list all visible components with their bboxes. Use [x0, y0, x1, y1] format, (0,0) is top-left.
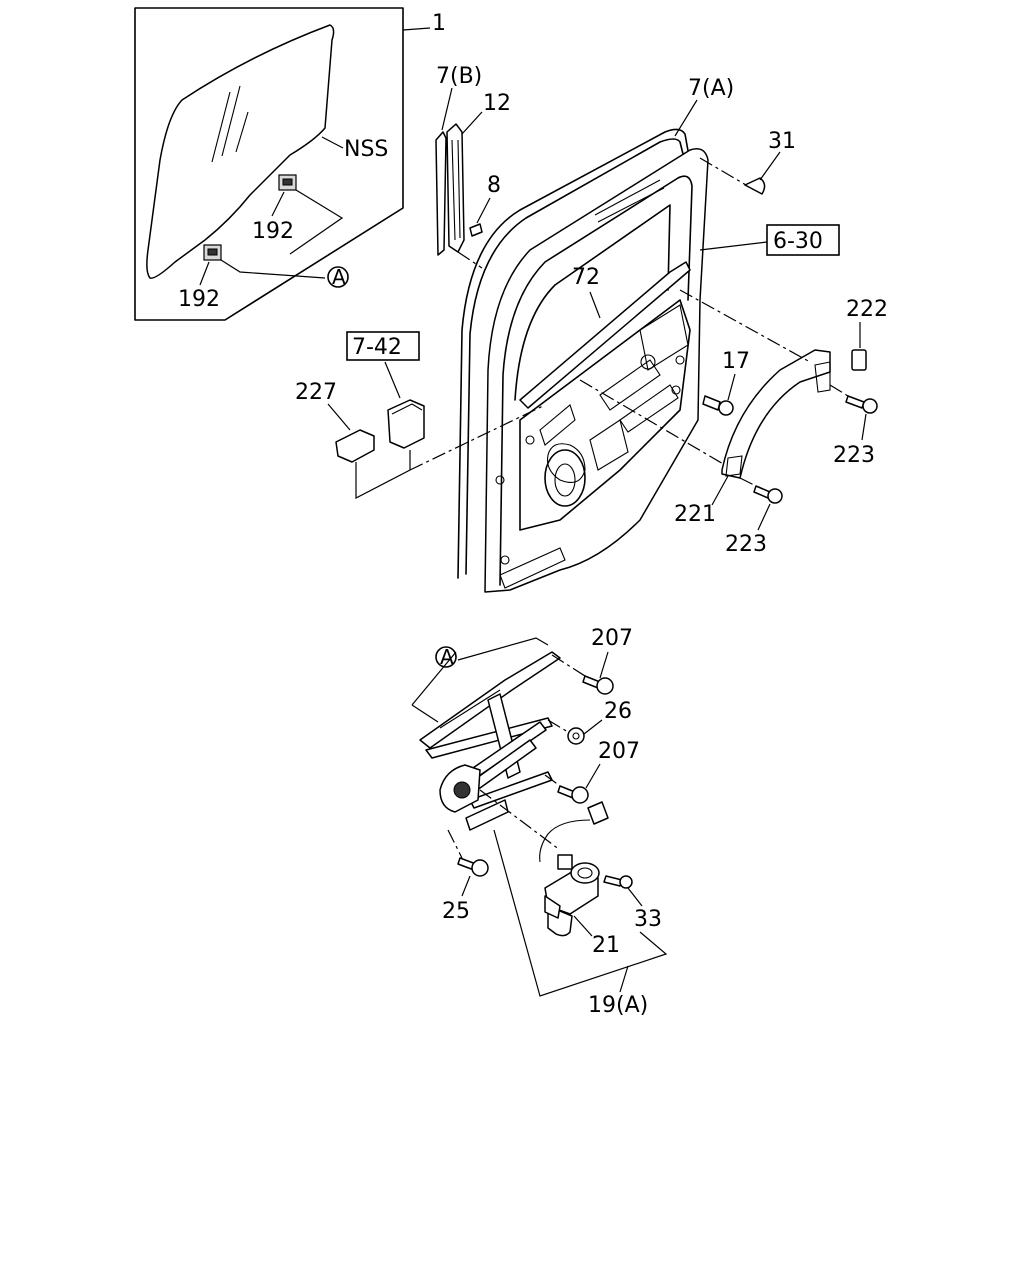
clip-icon: [851, 349, 867, 371]
label-ref-6-30: 6-30: [773, 229, 823, 254]
run-channel-7b: [435, 131, 447, 256]
label-part-19a: 19(A): [588, 993, 648, 1018]
label-part-25: 25: [442, 899, 470, 924]
run-channel-group: 7(B) 12 8: [435, 64, 511, 269]
label-part-222: 222: [846, 297, 888, 322]
label-part-17: 17: [722, 349, 750, 374]
handle-group: 7-42 227: [295, 331, 546, 499]
clip-icon: [469, 223, 483, 237]
label-part-207b: 207: [598, 739, 640, 764]
glass-inset-box: 1 NSS 192 192 A: [134, 7, 446, 321]
screw-icon: [845, 395, 878, 414]
bolt-icon: [582, 675, 614, 695]
label-nss: NSS: [344, 137, 388, 162]
label-circle-a-bottom: A: [440, 645, 454, 669]
door-assembly: 7(A) 72 6-30 31: [457, 76, 840, 593]
bolt-icon: [557, 785, 589, 804]
label-part-72: 72: [572, 265, 600, 290]
bolt-icon: [702, 395, 734, 416]
label-part-192a: 192: [252, 219, 294, 244]
label-part-207a: 207: [591, 626, 633, 651]
label-part-21: 21: [592, 933, 620, 958]
label-circle-a-top: A: [332, 265, 346, 289]
screw-icon: [603, 875, 633, 889]
clip-icon: [278, 174, 297, 191]
trim-group: 17 221 222 223 223: [579, 289, 888, 557]
nut-26: [567, 727, 585, 745]
circled-letter-icon: [435, 646, 457, 668]
regulator-motor-icon: 21 33 19(A): [493, 829, 668, 1018]
label-part-12: 12: [483, 91, 511, 116]
label-ref-7-42: 7-42: [352, 335, 402, 360]
label-part-1: 1: [432, 11, 446, 36]
circled-letter-icon: [327, 266, 349, 288]
label-part-7b: 7(B): [436, 64, 482, 89]
clip-icon: [203, 244, 222, 261]
bolt-icon: [457, 857, 489, 877]
screw-icon: [753, 485, 783, 504]
molding-221: [721, 349, 831, 479]
label-part-223a: 223: [833, 443, 875, 468]
label-part-31: 31: [768, 129, 796, 154]
sash-channel-12: [446, 123, 465, 253]
belt-molding-72: [519, 261, 691, 409]
label-part-26: 26: [604, 699, 632, 724]
label-part-221: 221: [674, 502, 716, 527]
door-glass-icon: [146, 24, 335, 279]
label-part-33: 33: [634, 907, 662, 932]
window-regulator-icon: A 207 26: [411, 626, 640, 924]
label-part-223b: 223: [725, 532, 767, 557]
clip-icon: [744, 177, 766, 195]
label-part-192b: 192: [178, 287, 220, 312]
handle-cover-227: [335, 429, 375, 463]
label-part-8: 8: [487, 173, 501, 198]
label-part-7a: 7(A): [688, 76, 734, 101]
label-part-227: 227: [295, 380, 337, 405]
